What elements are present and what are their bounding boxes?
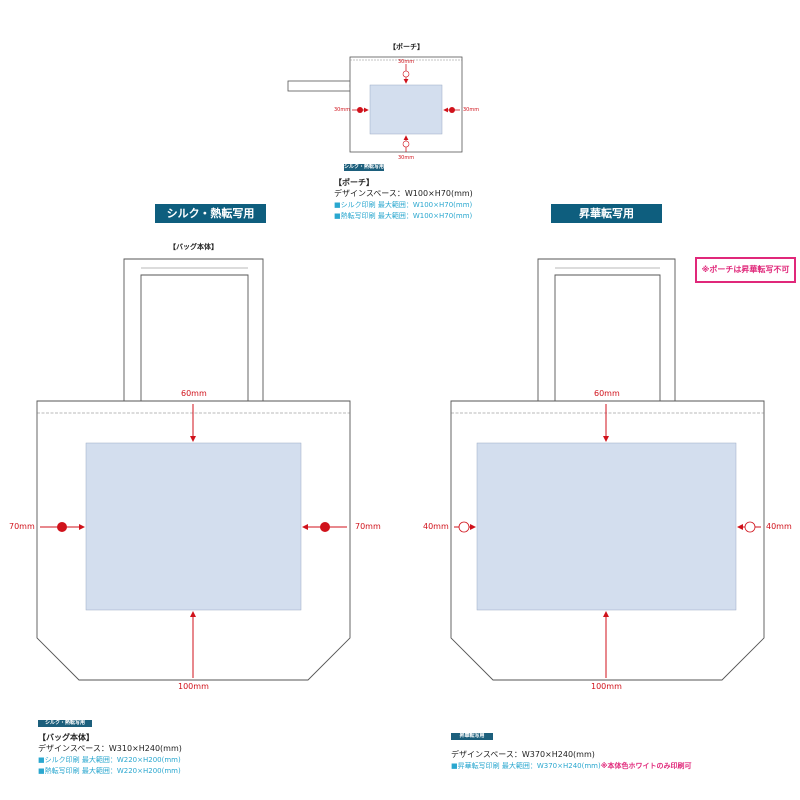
- right-tag: 昇華転写用: [451, 733, 493, 740]
- left-info-space: デザインスペース：W310×H240(mm): [38, 744, 182, 753]
- left-right-marker: [320, 522, 330, 532]
- left-top-dim: 60mm: [181, 389, 207, 398]
- right-banner: 昇華転写用: [551, 204, 662, 223]
- pouch-bottom-marker: [402, 140, 410, 148]
- right-info-space: デザインスペース：W370×H240(mm): [451, 750, 595, 759]
- right-right-dim: 40mm: [766, 522, 792, 531]
- left-right-dim: 70mm: [355, 522, 381, 531]
- left-bag-handle-inner: [140, 274, 249, 401]
- right-bag-print-area: [476, 442, 737, 611]
- right-note: ※ポーチは昇華転写不可: [695, 257, 796, 283]
- pouch-bottom-dim: 30mm: [398, 155, 415, 161]
- right-info-note: ※本体色ホワイトのみ印刷可: [600, 762, 692, 770]
- right-info-sub: ■昇華転写印刷 最大範囲：W370×H240(mm): [451, 762, 601, 770]
- pouch-info-space: デザインスペース：W100×H70(mm): [334, 189, 473, 198]
- right-bag-handle: [537, 258, 676, 401]
- pouch-strap: [287, 80, 353, 92]
- pouch-right-marker: [449, 107, 455, 113]
- left-info-heat: ■熱転写印刷 最大範囲：W220×H200(mm): [38, 767, 181, 775]
- pouch-info-heat: ■熱転写印刷 最大範囲：W100×H70(mm): [334, 212, 473, 220]
- right-info-line: ■昇華転写印刷 最大範囲：W370×H240(mm)※本体色ホワイトのみ印刷可: [451, 761, 692, 771]
- pouch-left-dim: 30mm: [334, 107, 351, 113]
- left-bag-handle: [123, 258, 264, 401]
- right-bag-handle-inner: [554, 274, 661, 401]
- left-bag-label: 【バッグ本体】: [169, 243, 218, 251]
- left-bag-diagram: [36, 258, 351, 681]
- left-info-silk: ■シルク印刷 最大範囲：W220×H200(mm): [38, 756, 181, 764]
- right-bottom-dim: 100mm: [591, 682, 622, 691]
- right-bag-diagram: [450, 258, 765, 681]
- left-left-marker: [57, 522, 67, 532]
- pouch-label: 【ポーチ】: [389, 43, 424, 51]
- pouch-info-silk: ■シルク印刷 最大範囲：W100×H70(mm): [334, 201, 473, 209]
- left-left-dim: 70mm: [9, 522, 35, 531]
- right-right-marker: [744, 521, 756, 533]
- pouch-diagram: [287, 56, 463, 153]
- right-top-dim: 60mm: [594, 389, 620, 398]
- pouch-top-dim: 30mm: [398, 59, 415, 65]
- pouch-top-marker: [402, 70, 410, 78]
- pouch-left-marker: [357, 107, 363, 113]
- pouch-tag: シルク・熱転写用: [344, 164, 384, 171]
- left-info-title: 【バッグ本体】: [38, 733, 94, 742]
- right-left-dim: 40mm: [423, 522, 449, 531]
- left-bottom-dim: 100mm: [178, 682, 209, 691]
- left-tag: シルク・熱転写用: [38, 720, 92, 727]
- left-banner: シルク・熱転写用: [155, 204, 266, 223]
- right-left-marker: [458, 521, 470, 533]
- pouch-right-dim: 30mm: [463, 107, 480, 113]
- pouch-print-area: [369, 84, 443, 135]
- pouch-info-title: 【ポーチ】: [334, 178, 374, 187]
- left-bag-print-area: [85, 442, 302, 611]
